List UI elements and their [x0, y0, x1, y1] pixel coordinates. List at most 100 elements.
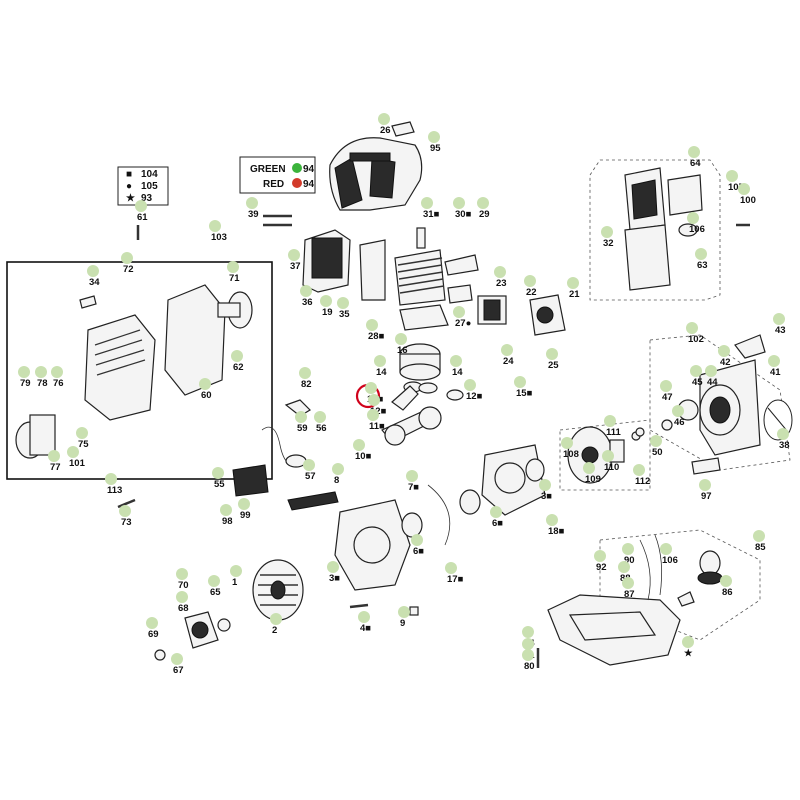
- callout-label: 27●: [455, 318, 471, 329]
- callout-dot: [67, 446, 79, 458]
- callout-label: 42: [720, 357, 731, 368]
- callout-label: 15■: [516, 388, 533, 399]
- callout-dot: [450, 355, 462, 367]
- callout-dot: [358, 611, 370, 623]
- callout-label: 65: [210, 587, 221, 598]
- callout-dot: [464, 379, 476, 391]
- callout-c32: 32: [601, 226, 614, 249]
- callout-dot: [337, 297, 349, 309]
- piston-crankshaft: [381, 343, 464, 446]
- callout-c57: 57: [303, 459, 316, 482]
- color-legend: GREEN 94 RED 94: [239, 156, 316, 194]
- callout-dot: [87, 265, 99, 277]
- callout-c37: 37: [288, 249, 301, 272]
- callout-c87: 87: [622, 577, 635, 600]
- small-fasteners: [117, 214, 750, 668]
- callout-c65: 65: [208, 575, 221, 598]
- callout-c72: 72: [121, 252, 134, 275]
- callout-label: 2: [272, 625, 277, 636]
- recoil-starter: [635, 334, 793, 475]
- callout-dot: [421, 197, 433, 209]
- callout-dot: [327, 561, 339, 573]
- callout-c109: 109: [583, 462, 601, 485]
- callout-c111: 111: [604, 415, 622, 438]
- callout-label: 102: [688, 334, 704, 345]
- callout-label: 11■: [369, 421, 385, 432]
- callout-dot: [48, 450, 60, 462]
- callout-c71: 71: [227, 261, 240, 284]
- callout-dot: [690, 365, 702, 377]
- callout-label: 19: [322, 307, 333, 318]
- callout-c6b: 6■: [411, 534, 424, 557]
- callout-dot: [365, 382, 377, 394]
- callout-dot: [227, 261, 239, 273]
- callout-dot: [18, 366, 30, 378]
- callout-c101: 101: [67, 446, 86, 469]
- callout-dot: [539, 479, 551, 491]
- callout-label: 75: [78, 439, 89, 450]
- callout-dot: [238, 498, 250, 510]
- callout-label: 79: [20, 378, 31, 389]
- callout-label: 37: [290, 261, 301, 272]
- callout-label: 67: [173, 665, 184, 676]
- callout-dot: [522, 649, 534, 661]
- callout-dot: [514, 376, 526, 388]
- callout-label: 31■: [423, 209, 440, 220]
- callout-label: ★: [684, 648, 693, 659]
- callout-dot: [524, 275, 536, 287]
- callout-c100: 100: [738, 183, 756, 206]
- callout-label: 24: [503, 356, 514, 367]
- callout-dot: [320, 295, 332, 307]
- callout-label: 6■: [492, 518, 503, 529]
- callout-label: 60: [201, 390, 212, 401]
- crankcase: [334, 444, 546, 591]
- cylinder: [394, 227, 479, 331]
- callout-label: 23: [496, 278, 507, 289]
- callout-dot: [660, 380, 672, 392]
- callout-dot: [220, 504, 232, 516]
- callout-c9: 9: [398, 606, 410, 629]
- callout-label: 45: [692, 377, 703, 388]
- callout-c12b: 12■: [368, 394, 387, 417]
- callout-c4: 4■: [358, 611, 371, 634]
- callout-dot: [270, 613, 282, 625]
- callout-label: 12■: [466, 391, 483, 402]
- callout-dot: [618, 561, 630, 573]
- callout-c108: 108: [561, 437, 579, 460]
- callout-c102: 102: [686, 322, 704, 345]
- callout-dot: [720, 575, 732, 587]
- callout-label: 100: [740, 195, 756, 206]
- callout-dot: [314, 411, 326, 423]
- callout-c24: 24: [501, 344, 514, 367]
- callout-label: 69: [148, 629, 159, 640]
- callout-dot: [699, 479, 711, 491]
- legend-green-code: 94: [303, 164, 315, 175]
- callout-label: 85: [755, 542, 766, 553]
- callout-dot: [622, 543, 634, 555]
- callout-c107: 107: [726, 170, 744, 193]
- callout-c69: 69: [146, 617, 159, 640]
- callout-label: 47: [662, 392, 673, 403]
- callout-c14a: 14: [374, 355, 387, 378]
- callout-c15: 15■: [514, 376, 533, 399]
- callout-dot: [208, 575, 220, 587]
- callout-label: 57: [305, 471, 316, 482]
- callout-label: 78: [37, 378, 48, 389]
- callout-dot: [212, 467, 224, 479]
- callout-c21: 21: [567, 277, 580, 300]
- legend-red-name: RED: [263, 179, 284, 190]
- callout-dot: [368, 394, 380, 406]
- callout-label: 106: [689, 224, 705, 235]
- callout-label: 44: [707, 377, 718, 388]
- callout-c64: 64: [688, 146, 701, 169]
- callout-label: 112: [635, 476, 650, 487]
- callout-c98: 98: [220, 504, 233, 527]
- callout-label: 36: [302, 297, 313, 308]
- callout-dot: [672, 405, 684, 417]
- callout-dot: [374, 355, 386, 367]
- legend-symbol-1-code: 104: [141, 169, 158, 180]
- callout-dot: [105, 473, 117, 485]
